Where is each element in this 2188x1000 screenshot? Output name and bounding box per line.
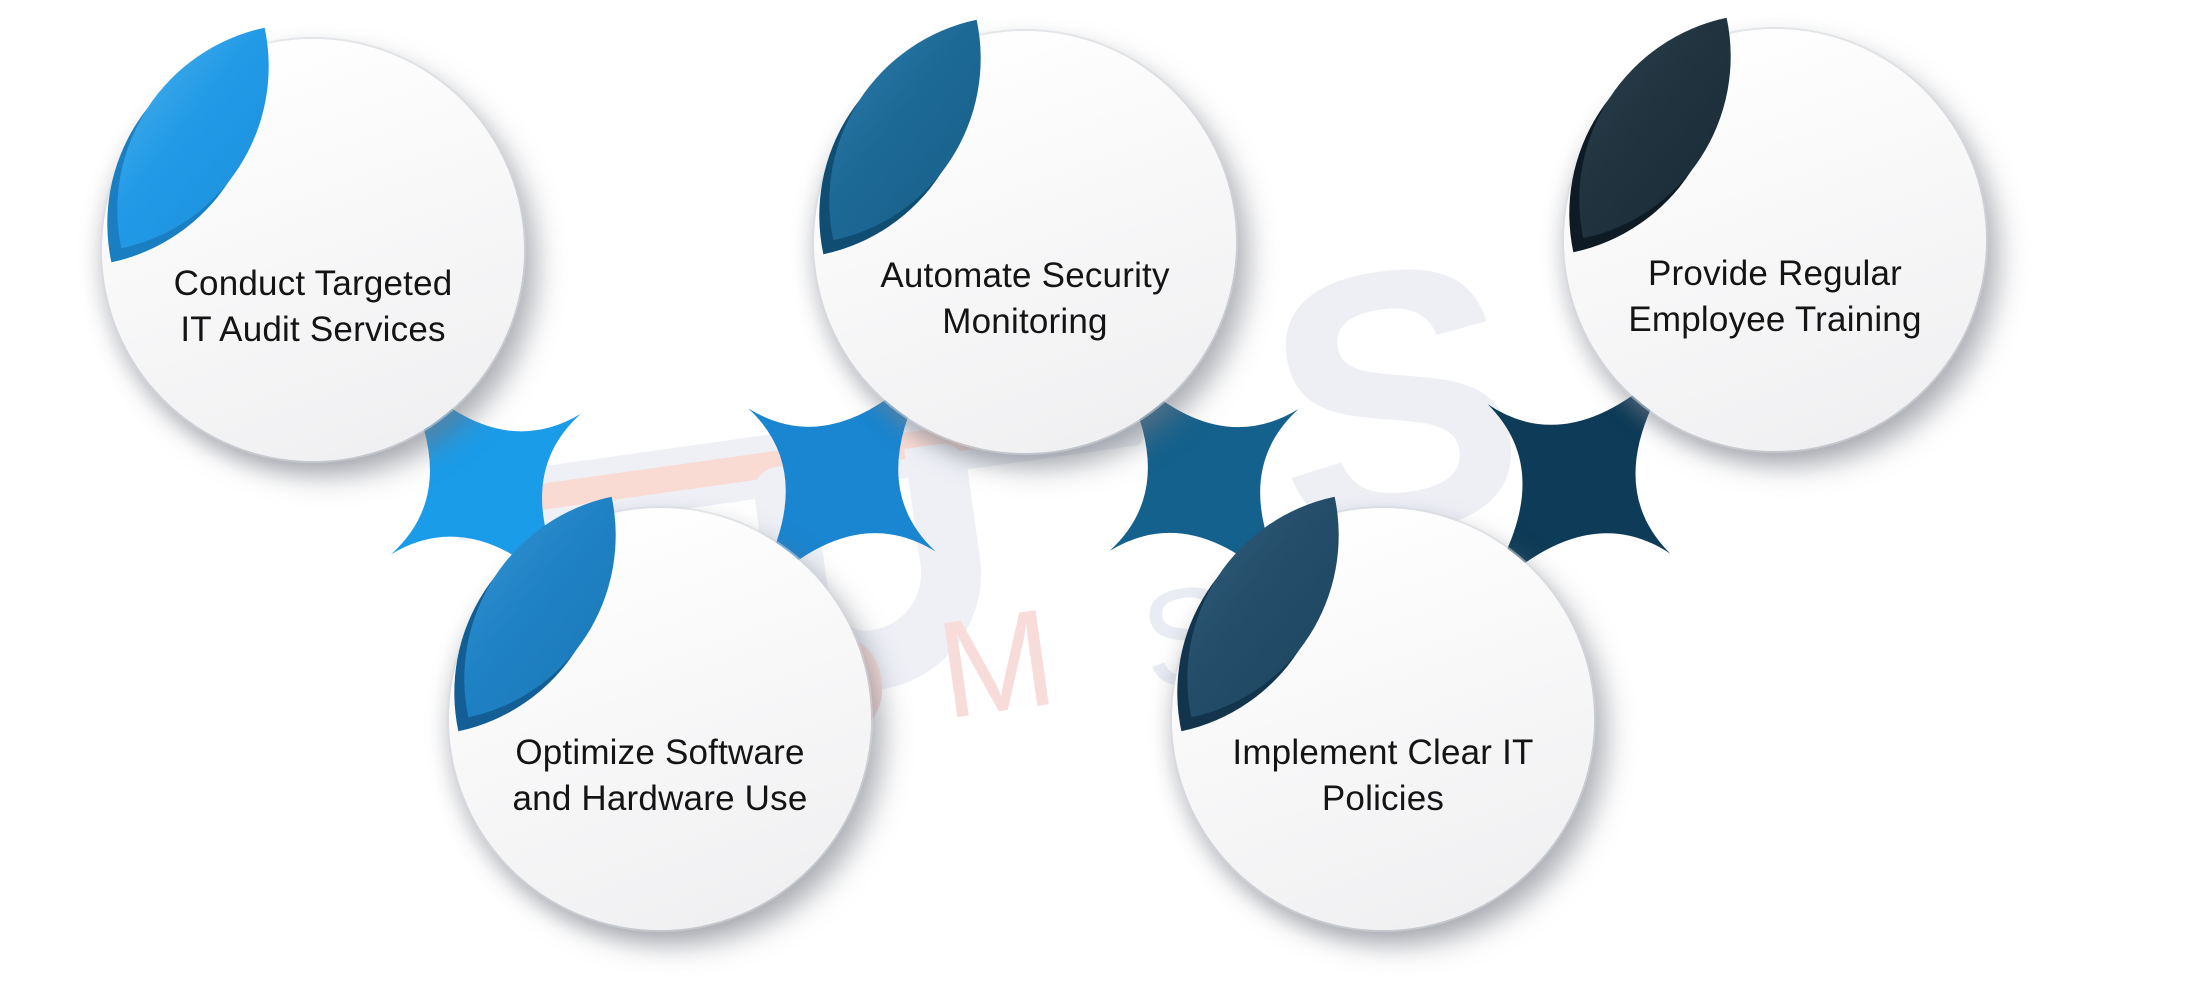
step-label-line1: Implement Clear IT xyxy=(1232,733,1534,772)
step-label-line1: Automate Security xyxy=(880,256,1170,295)
step-label-line1: Optimize Software xyxy=(515,733,805,772)
step-label: Provide Regular Employee Training xyxy=(1600,86,1950,508)
step-label: Optimize Software and Hardware Use xyxy=(485,565,835,987)
step-label-line2: Monitoring xyxy=(942,302,1108,341)
connector-shape-4 xyxy=(1466,341,1692,617)
step-label: Automate Security Monitoring xyxy=(850,88,1200,510)
step-circle-optimize-software: Optimize Software and Hardware Use xyxy=(419,496,871,930)
step-circle-implement-policies: Implement Clear IT Policies xyxy=(1142,496,1594,930)
step-label-line1: Conduct Targeted xyxy=(173,264,453,303)
step-label-line2: Employee Training xyxy=(1628,300,1922,339)
step-circle-employee-training: Provide Regular Employee Training xyxy=(1534,17,1986,451)
step-label-line2: IT Audit Services xyxy=(180,310,446,349)
step-label-line2: Policies xyxy=(1321,779,1445,818)
step-circle-automate-security: Automate Security Monitoring xyxy=(784,19,1236,453)
step-label-line1: Provide Regular xyxy=(1648,254,1902,293)
step-circle-conduct-it-audit: Conduct Targeted IT Audit Services xyxy=(72,27,524,461)
step-label: Implement Clear IT Policies xyxy=(1208,565,1558,987)
step-label-line2: and Hardware Use xyxy=(512,779,808,818)
step-label: Conduct Targeted IT Audit Services xyxy=(138,96,488,518)
